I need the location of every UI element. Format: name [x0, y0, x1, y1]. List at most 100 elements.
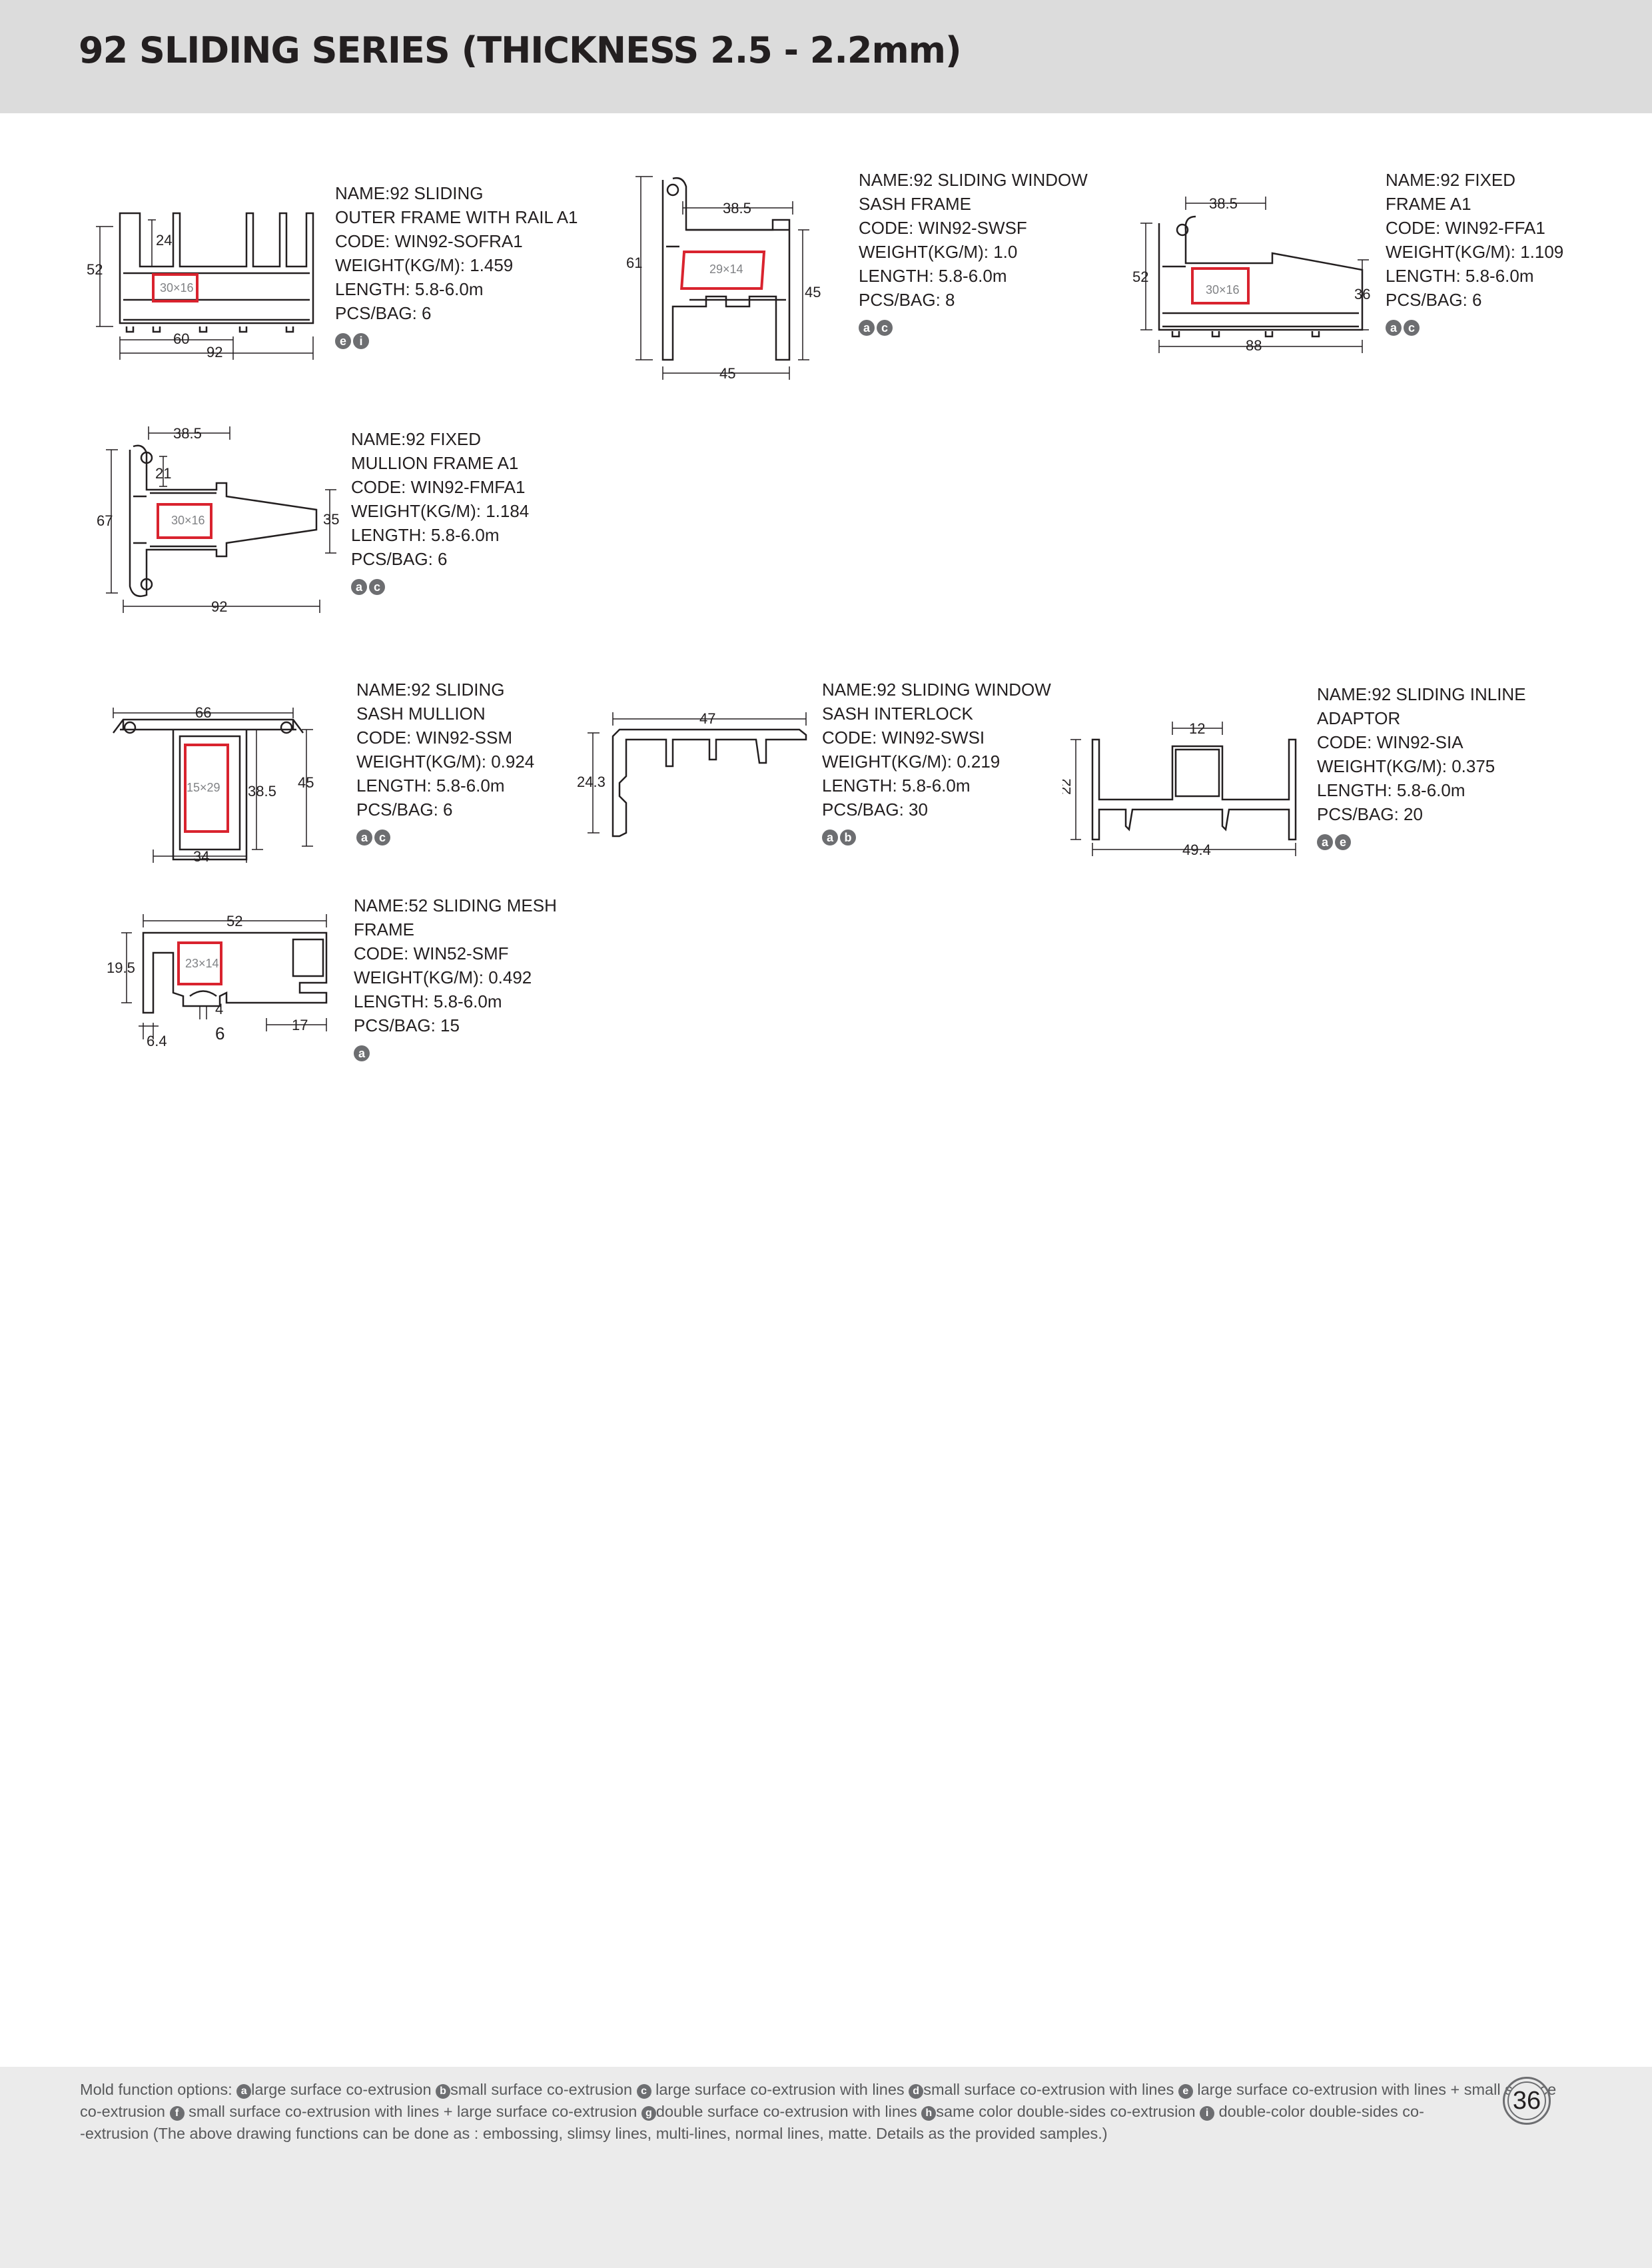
spec-line: PCS/BAG: 6: [351, 549, 448, 569]
product-specs: NAME:92 FIXED FRAME A1 CODE: WIN92-FFA1 …: [1386, 168, 1564, 336]
dim-label: 6: [215, 1023, 224, 1043]
legend-badge: b: [436, 2084, 451, 2099]
product-specs: NAME:92 SLIDING WINDOW SASH FRAME CODE: …: [859, 168, 1088, 336]
spec-line: MULLION FRAME A1: [351, 453, 519, 473]
profile-drawing: 66 15×29 38.5 45 34: [113, 704, 314, 865]
mold-option-badge: a: [859, 320, 875, 336]
product-specs: NAME:92 SLIDING INLINE ADAPTOR CODE: WIN…: [1317, 682, 1526, 851]
product-specs: NAME:92 SLIDING WINDOW SASH INTERLOCK CO…: [822, 678, 1051, 846]
spec-line: OUTER FRAME WITH RAIL A1: [335, 207, 578, 227]
spec-line: CODE: WIN92-SWSI: [822, 728, 985, 748]
spec-line: NAME:92 SLIDING WINDOW: [859, 170, 1088, 190]
legend-text: same color double-sides co-extrusion: [936, 2103, 1196, 2120]
profile-drawing: 52 19.5 23×14 4 6.4 6 17: [107, 913, 328, 1049]
dim-label: 35: [323, 511, 339, 528]
dim-label: 92: [211, 598, 227, 615]
spec-line: NAME:92 SLIDING: [356, 680, 505, 700]
profile-drawing: 24 52 30×16 60 92: [87, 212, 314, 360]
spec-line: CODE: WIN92-SWSF: [859, 218, 1027, 238]
mold-option-badge: a: [351, 579, 367, 596]
legend-badge: d: [909, 2084, 924, 2099]
spec-line: WEIGHT(KG/M): 1.459: [335, 255, 514, 275]
spec-line: PCS/BAG: 6: [356, 800, 453, 820]
spec-line: FRAME A1: [1386, 194, 1471, 214]
dim-label: 45: [298, 774, 314, 791]
dim-label: 23×14: [185, 957, 219, 970]
dim-label: 38.5: [248, 783, 276, 800]
mold-option-badge: c: [877, 320, 893, 336]
mold-option-badge: a: [1386, 320, 1402, 336]
legend-badge: a: [236, 2084, 252, 2099]
legend-text: small surface co-extrusion with lines + …: [189, 2103, 637, 2120]
legend-intro: Mold function options:: [80, 2081, 232, 2098]
spec-line: PCS/BAG: 6: [1386, 290, 1482, 310]
spec-line: PCS/BAG: 30: [822, 800, 928, 820]
mold-option-badge: i: [353, 333, 369, 350]
legend-badge: g: [641, 2106, 656, 2121]
mold-option-badge: e: [1335, 834, 1351, 851]
dim-label: 22: [1062, 779, 1074, 795]
product-specs: NAME:92 SLIDING OUTER FRAME WITH RAIL A1…: [335, 181, 578, 350]
legend-tail: -extrusion (The above drawing functions …: [80, 2125, 1108, 2142]
mold-option-badge: e: [335, 333, 351, 350]
dim-label: 45: [805, 284, 821, 300]
spec-line: SASH INTERLOCK: [822, 704, 973, 724]
spec-line: LENGTH: 5.8-6.0m: [822, 776, 971, 796]
dim-label: 12: [1189, 720, 1205, 737]
dim-label: 36: [1354, 286, 1370, 302]
product-specs: NAME:92 FIXED MULLION FRAME A1 CODE: WIN…: [351, 427, 530, 596]
dim-label: 52: [1132, 269, 1148, 285]
dim-label: 61: [626, 255, 642, 271]
page-number-ring: [1503, 2077, 1551, 2125]
spec-line: WEIGHT(KG/M): 1.109: [1386, 242, 1564, 262]
dim-label: 38.5: [173, 425, 202, 442]
legend-text: large surface co-extrusion: [251, 2081, 432, 2098]
dim-label: 52: [226, 913, 242, 929]
dim-label: 45: [719, 365, 735, 382]
legend-text: small surface co-extrusion: [450, 2081, 633, 2098]
profile-drawing: 38.5 52 30×16 36 88: [1132, 195, 1370, 354]
page-number-badge: 36: [1503, 2077, 1556, 2130]
legend-badge: e: [1178, 2084, 1193, 2099]
page-title: 92 SLIDING SERIES (THICKNESS 2.5 - 2.2mm…: [79, 29, 962, 71]
page-header: 92 SLIDING SERIES (THICKNESS 2.5 - 2.2mm…: [0, 0, 1652, 113]
dim-label: 21: [155, 465, 171, 482]
spec-line: PCS/BAG: 8: [859, 290, 955, 310]
spec-line: FRAME: [354, 919, 414, 939]
mold-option-badges: a: [354, 1040, 557, 1062]
spec-line: CODE: WIN92-FMFA1: [351, 477, 526, 497]
mold-option-badge: c: [374, 830, 390, 846]
dim-label: 30×16: [171, 514, 205, 527]
spec-line: PCS/BAG: 20: [1317, 804, 1423, 824]
spec-line: SASH FRAME: [859, 194, 972, 214]
mold-option-badge: b: [840, 830, 856, 846]
product-specs: NAME:92 SLIDING SASH MULLION CODE: WIN92…: [356, 678, 535, 846]
mold-option-badge: a: [1317, 834, 1333, 851]
dim-label: 60: [173, 330, 189, 347]
spec-line: PCS/BAG: 15: [354, 1015, 460, 1035]
spec-line: PCS/BAG: 6: [335, 303, 432, 323]
spec-line: NAME:52 SLIDING MESH: [354, 895, 557, 915]
legend-text: large surface co-extrusion with lines: [655, 2081, 905, 2098]
dim-label: 30×16: [1206, 283, 1240, 296]
spec-line: LENGTH: 5.8-6.0m: [335, 279, 484, 299]
mold-option-badge: c: [1404, 320, 1420, 336]
page-number: 36: [1507, 2081, 1546, 2120]
legend-badge: i: [1200, 2106, 1215, 2121]
mold-option-badge: c: [369, 579, 385, 596]
spec-line: WEIGHT(KG/M): 1.184: [351, 501, 530, 521]
dim-label: 49.4: [1182, 842, 1211, 858]
legend-text: small surface co-extrusion with lines: [923, 2081, 1174, 2098]
profile-drawing: 12 22 49.4: [1062, 720, 1297, 858]
spec-line: WEIGHT(KG/M): 0.924: [356, 752, 535, 772]
dim-label: 88: [1246, 337, 1262, 354]
dim-label: 30×16: [160, 281, 194, 294]
dim-label: 38.5: [723, 200, 751, 217]
legend-text: double-color double-sides co-: [1218, 2103, 1424, 2120]
